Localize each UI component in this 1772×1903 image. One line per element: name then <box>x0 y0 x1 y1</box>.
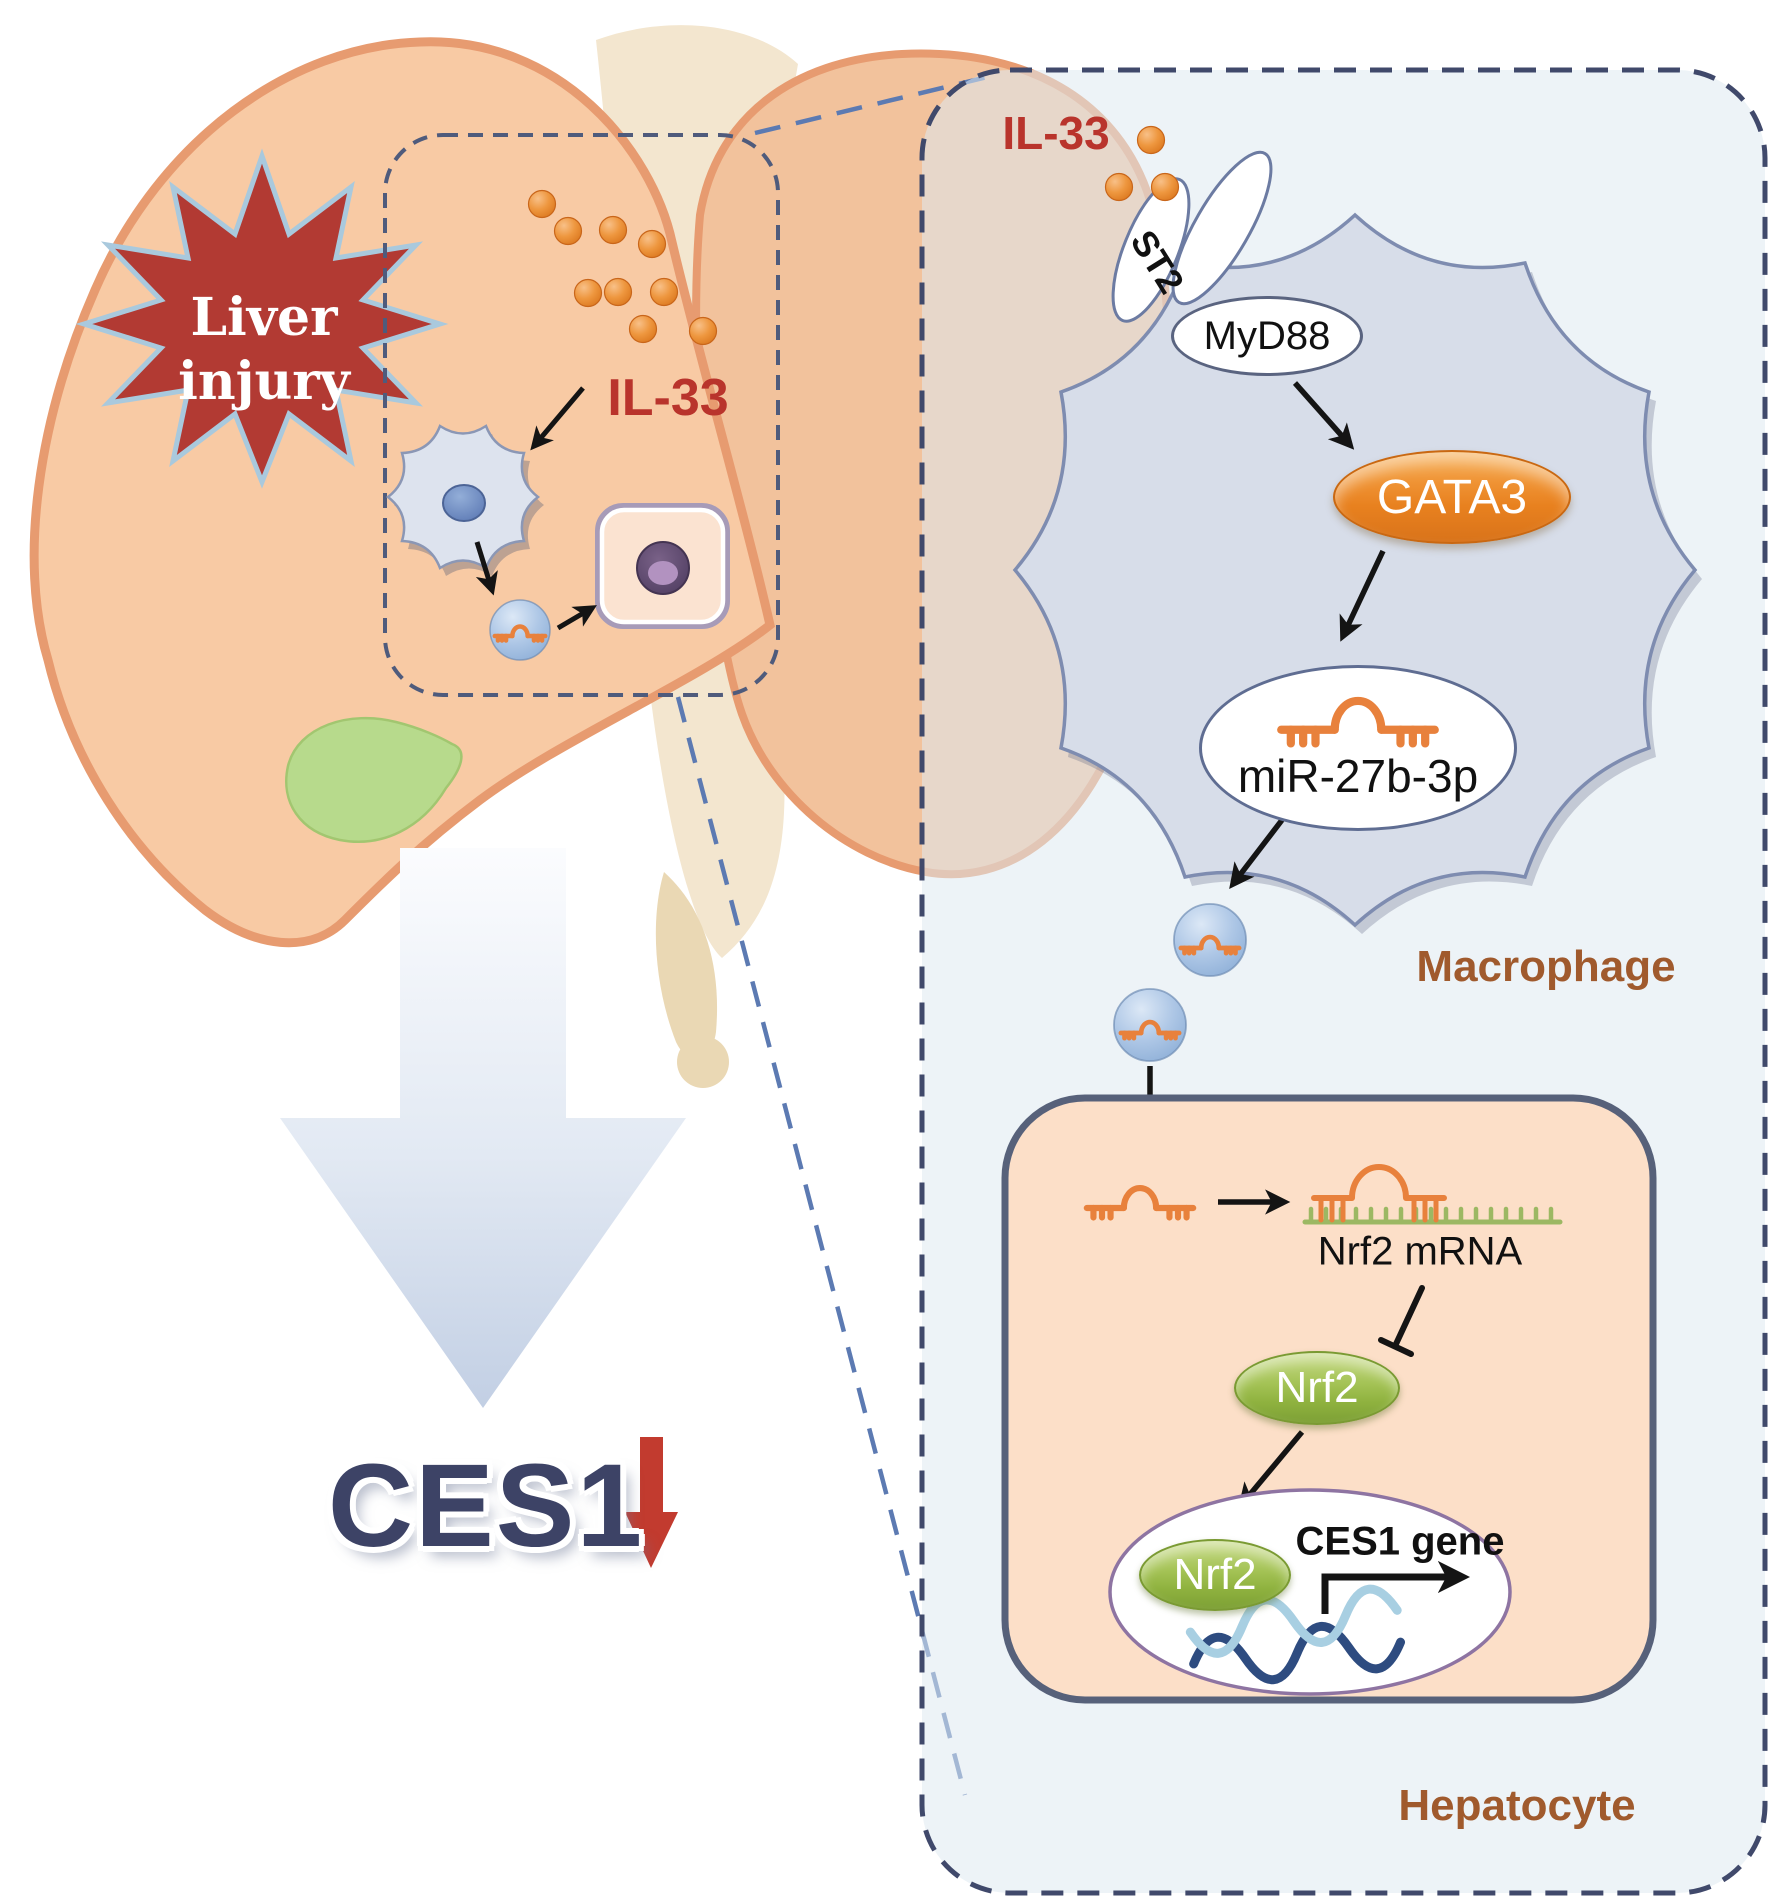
dna-helix-icon <box>1185 1584 1406 1685</box>
myd88-node: MyD88 <box>1171 296 1363 376</box>
myd88-label: MyD88 <box>1203 313 1331 358</box>
mirna-hairpin-icon <box>1280 699 1436 744</box>
gata3-label: GATA3 <box>1376 470 1528 524</box>
il33-molecules-right <box>1104 125 1180 202</box>
hepatocyte-cell-small-outer <box>595 503 730 629</box>
macrophage-arrows <box>1229 381 1386 890</box>
nrf2-label: Nrf2 <box>1275 1363 1359 1412</box>
il33-label-left: IL-33 <box>607 369 729 427</box>
gallbladder-icon <box>285 716 463 843</box>
nrf2-node-nucleus: Nrf2 <box>1139 1539 1291 1611</box>
exosome-icon <box>1173 903 1247 977</box>
liver-ligament-tail <box>655 872 718 1059</box>
exosome-small-icon <box>489 599 551 661</box>
exosome-icon <box>1113 988 1187 1062</box>
st2-receptor-left <box>1111 177 1191 323</box>
nrf2-label: Nrf2 <box>1173 1550 1257 1599</box>
inset-arrows <box>474 386 597 631</box>
mir27b-node: miR-27b-3p <box>1199 665 1517 831</box>
liver-injury-starburst <box>75 148 449 489</box>
inhibition-line <box>1378 1285 1425 1357</box>
nrf2-translocation-arrow <box>1237 1430 1305 1509</box>
down-arrow-big <box>280 848 686 1408</box>
macrophage-small-nucleus <box>442 484 486 522</box>
il33-molecules-left <box>527 189 718 346</box>
liver-injury-line2: injury <box>178 351 350 412</box>
st2-receptor-right <box>1171 150 1273 306</box>
liver-injury-label: Liver injury <box>178 286 350 414</box>
nrf2-node-cytoplasm: Nrf2 <box>1234 1351 1400 1425</box>
mir27b-label: miR-27b-3p <box>1237 749 1479 802</box>
ces1-down-arrow <box>625 1437 678 1568</box>
hepatocyte-small-nucleolus <box>648 561 678 585</box>
gata3-node: GATA3 <box>1333 450 1571 544</box>
ces1-result-label: CES1 <box>327 1440 645 1572</box>
liver-injury-line1: Liver <box>190 287 338 348</box>
hepatocyte-label: Hepatocyte <box>1398 1781 1636 1830</box>
ces1-gene-label: CES1 gene <box>1295 1519 1505 1564</box>
macrophage-label: Macrophage <box>1416 942 1676 991</box>
nrf2-mrna-icon <box>1302 1164 1563 1225</box>
inset-highlight-box <box>383 133 780 697</box>
transcription-arrow <box>1321 1560 1471 1614</box>
liver-ligament-knob <box>677 1036 729 1088</box>
macrophage-cell <box>1012 212 1698 928</box>
nrf2-mrna-label: Nrf2 mRNA <box>1317 1229 1523 1274</box>
il33-label-right: IL-33 <box>1002 107 1110 159</box>
